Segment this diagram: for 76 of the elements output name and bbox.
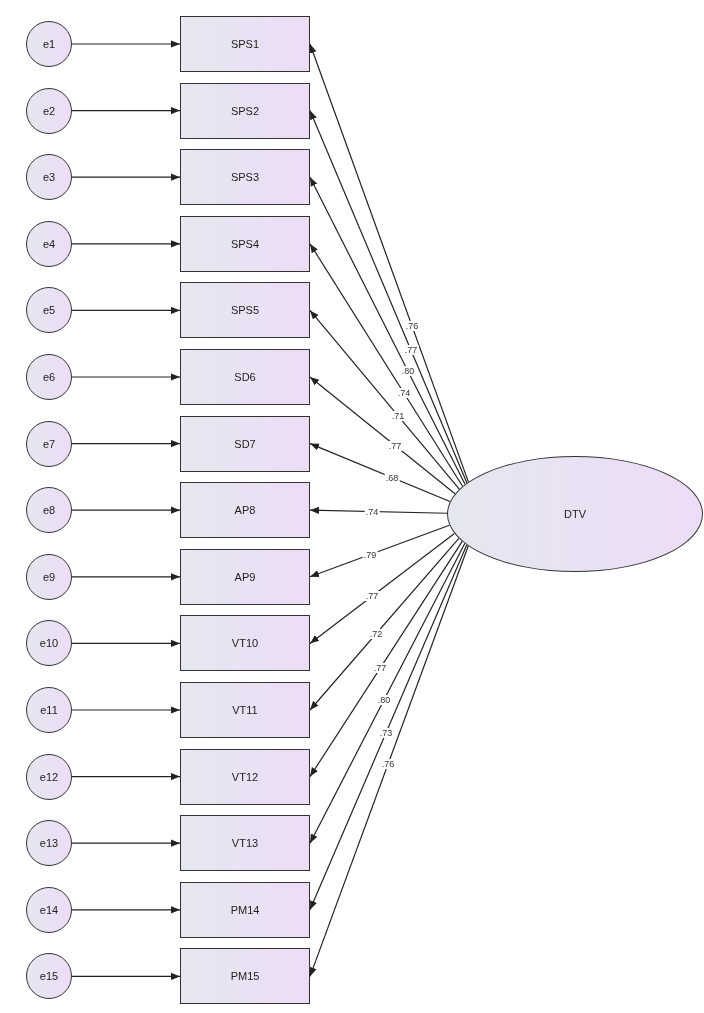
variable-box: SPS2 bbox=[180, 82, 310, 139]
error-circle: e3 bbox=[26, 154, 72, 201]
variable-box: SPS5 bbox=[180, 282, 310, 339]
variable-box: VT10 bbox=[180, 615, 310, 672]
error-circle: e9 bbox=[26, 553, 72, 600]
variable-box: VT13 bbox=[180, 815, 310, 872]
variable-box: SD6 bbox=[180, 349, 310, 405]
error-circle: e1 bbox=[26, 21, 72, 67]
arrow bbox=[309, 532, 456, 644]
edge-label: .74 bbox=[396, 388, 412, 399]
variable-box: PM14 bbox=[180, 881, 310, 938]
edge-label: .79 bbox=[362, 549, 378, 560]
arrow bbox=[309, 443, 451, 503]
error-circle: e4 bbox=[26, 220, 72, 267]
edge-label: .77 bbox=[403, 345, 419, 356]
error-circle: e7 bbox=[26, 420, 72, 467]
variable-box: AP9 bbox=[180, 548, 310, 605]
edge-label: .77 bbox=[372, 663, 388, 674]
arrow bbox=[309, 176, 466, 485]
arrow bbox=[71, 306, 181, 314]
arrow bbox=[71, 706, 181, 714]
error-circle: e15 bbox=[26, 953, 72, 1000]
arrow bbox=[309, 540, 463, 778]
variable-box: SD7 bbox=[180, 415, 310, 472]
error-circle: e2 bbox=[26, 87, 72, 134]
edge-label: .77 bbox=[387, 440, 403, 451]
arrow bbox=[309, 243, 464, 487]
arrow bbox=[71, 839, 181, 847]
error-circle: e13 bbox=[26, 820, 72, 867]
edge-label: .77 bbox=[364, 591, 380, 602]
arrow bbox=[71, 773, 181, 781]
edge-label: .73 bbox=[378, 727, 394, 738]
arrow bbox=[309, 542, 466, 844]
variable-box: VT11 bbox=[180, 682, 310, 738]
variable-box: PM15 bbox=[180, 948, 310, 1005]
error-circle: e5 bbox=[26, 287, 72, 334]
edge-label: .74 bbox=[364, 506, 380, 517]
edge-label: .68 bbox=[384, 472, 400, 483]
edge-label: .76 bbox=[404, 321, 420, 331]
variable-box: AP8 bbox=[180, 482, 310, 539]
edge-label: .72 bbox=[368, 628, 384, 639]
error-circle: e11 bbox=[26, 687, 72, 733]
arrow bbox=[71, 240, 181, 248]
edge-label: .71 bbox=[390, 410, 406, 421]
arrow bbox=[71, 573, 181, 581]
error-circle: e6 bbox=[26, 354, 72, 400]
arrow bbox=[309, 376, 456, 495]
arrow bbox=[309, 309, 460, 490]
error-circle: e8 bbox=[26, 487, 72, 534]
arrow bbox=[309, 524, 451, 578]
arrow bbox=[71, 506, 181, 514]
error-circle: e12 bbox=[26, 753, 72, 800]
arrow bbox=[71, 440, 181, 448]
arrow bbox=[309, 544, 468, 911]
arrow bbox=[309, 537, 460, 711]
error-circle: e14 bbox=[26, 886, 72, 933]
edge-label: .80 bbox=[400, 366, 416, 377]
edge-label: .76 bbox=[380, 759, 396, 770]
arrow bbox=[309, 43, 469, 483]
variable-box: SPS3 bbox=[180, 149, 310, 206]
arrow bbox=[71, 173, 181, 181]
latent-ellipse: DTV bbox=[447, 456, 703, 572]
edge-label: .80 bbox=[376, 694, 392, 705]
arrow bbox=[71, 972, 181, 980]
arrow bbox=[71, 906, 181, 914]
variable-box: SPS4 bbox=[180, 215, 310, 272]
variable-box: VT12 bbox=[180, 748, 310, 805]
arrow bbox=[71, 373, 181, 381]
arrow bbox=[71, 639, 181, 647]
arrow bbox=[71, 40, 181, 48]
error-circle: e10 bbox=[26, 620, 72, 667]
arrow bbox=[309, 110, 468, 484]
arrow bbox=[309, 545, 469, 977]
arrow bbox=[71, 107, 181, 115]
variable-box: SPS1 bbox=[180, 16, 310, 72]
arrow bbox=[309, 506, 448, 514]
